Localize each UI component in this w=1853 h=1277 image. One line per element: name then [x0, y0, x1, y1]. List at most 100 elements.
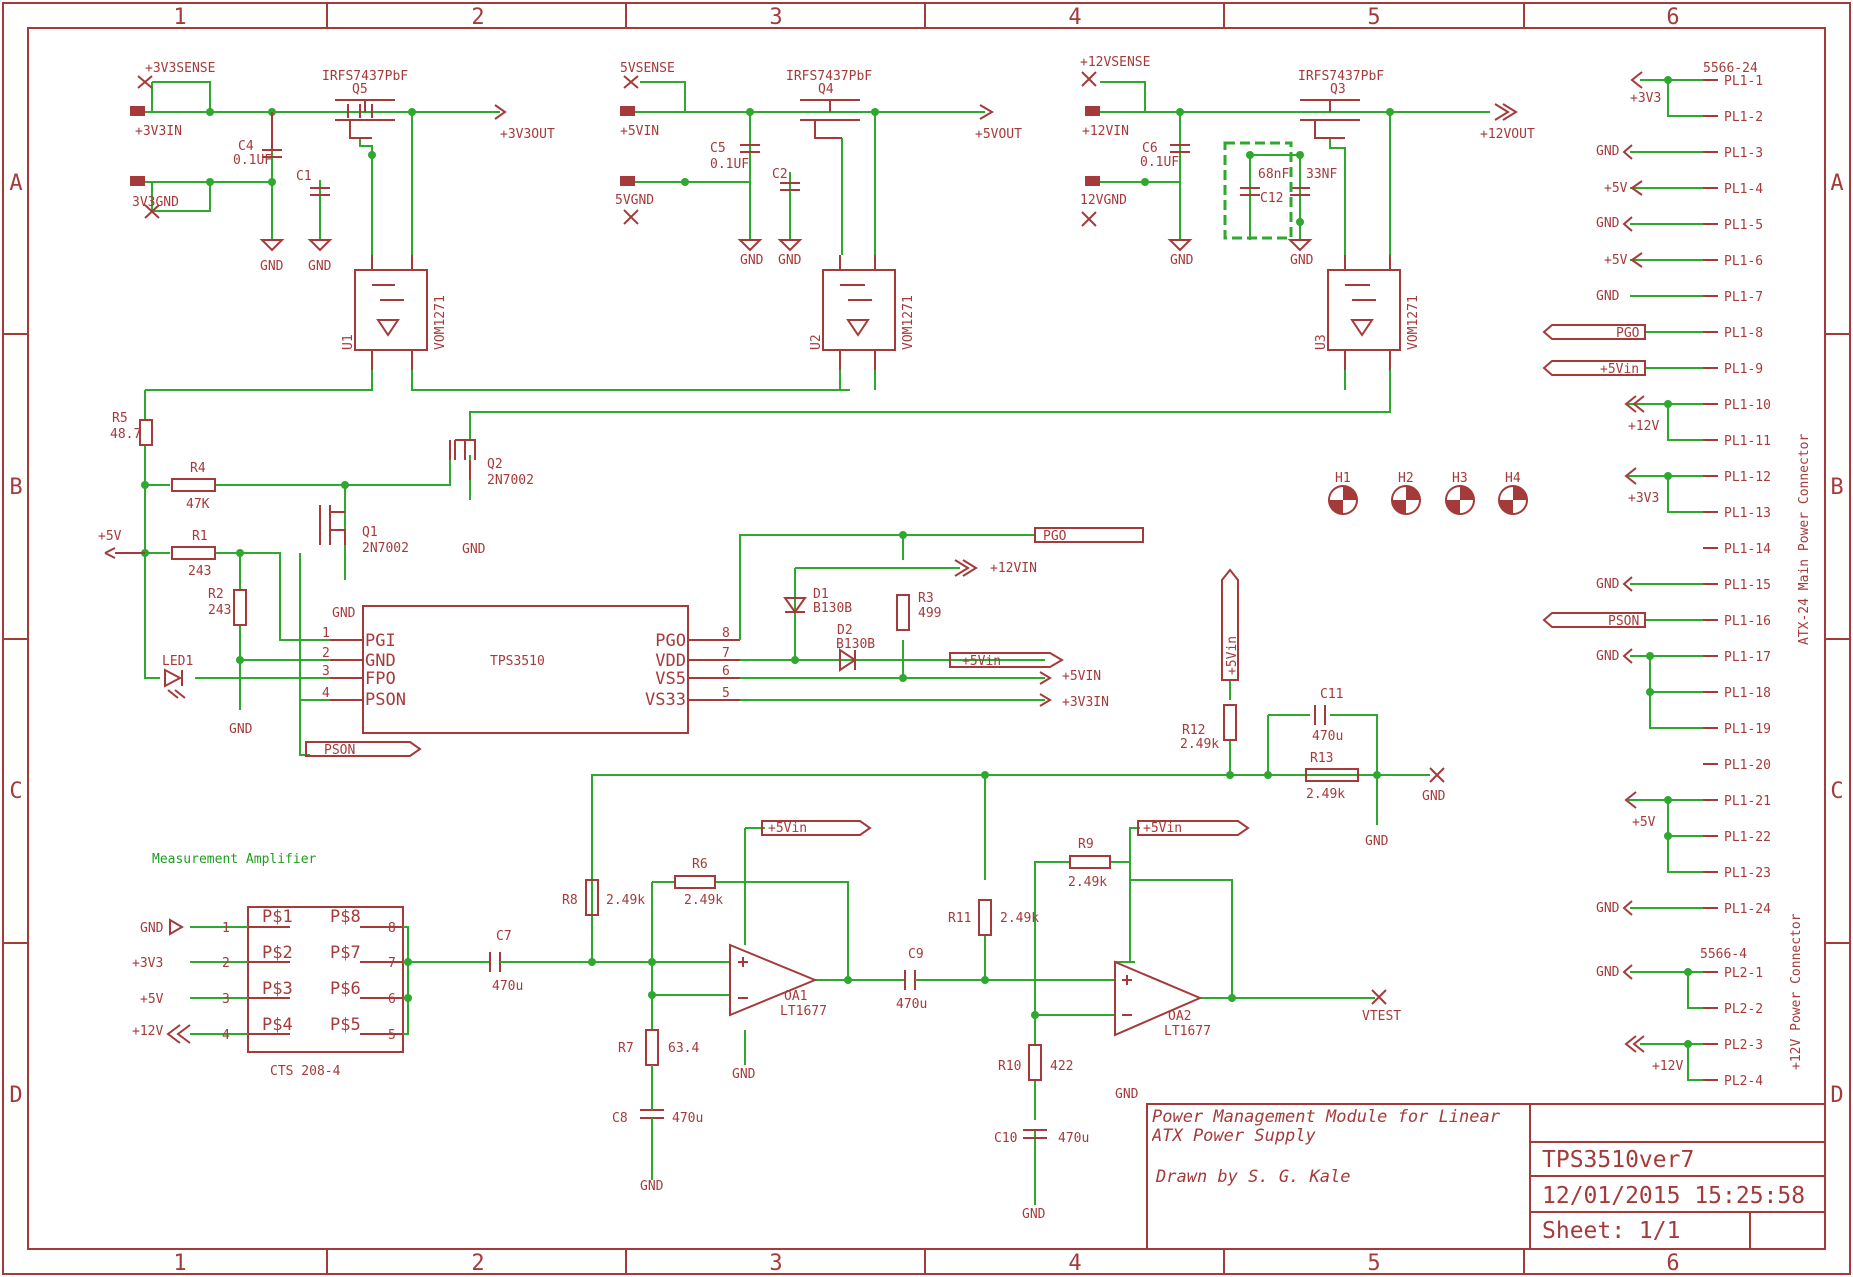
net-label: 5VSENSE [620, 61, 675, 76]
col-index: 5 [1367, 5, 1380, 30]
cts-pin-num: 5 [388, 1028, 396, 1043]
pl1-pin: PL1-20 [1724, 758, 1771, 773]
tps-pin-num: 1 [322, 626, 330, 641]
net-label: +3V3OUT [500, 127, 555, 142]
gnd-label: GND [1170, 253, 1194, 268]
c6-value: 0.1UF [1140, 155, 1179, 170]
net-label: +5Vin [768, 821, 807, 836]
cts-pin-name: P$3 [262, 979, 293, 999]
u3-name: U3 [1314, 334, 1329, 350]
cts-net: GND [140, 921, 164, 936]
net-label: +5VIN [1062, 669, 1101, 684]
pl1-pin: PL1-14 [1724, 542, 1771, 557]
pl2-net: GND [1596, 965, 1620, 980]
cts-pin-name: P$4 [262, 1015, 293, 1035]
pl1-name: 5566-24 [1703, 61, 1758, 76]
r5-name: R5 [112, 411, 128, 426]
pl1-net: +5Vin [1600, 362, 1639, 377]
pl1-pin: PL1-5 [1724, 218, 1763, 233]
gnd-label: GND [462, 542, 486, 557]
hole-name: H3 [1452, 471, 1468, 486]
r1-value: 243 [188, 564, 211, 579]
pl1-pin: PL1-1 [1724, 74, 1763, 89]
d2-part: B130B [836, 637, 875, 652]
tps-pin-num: 6 [722, 664, 730, 679]
net-label: +12VIN [1082, 124, 1129, 139]
cts-pin-name: P$1 [262, 907, 293, 927]
title-block-doc-name: TPS3510ver7 [1542, 1147, 1694, 1173]
c12-value: 68nF [1258, 167, 1289, 182]
oa2-part: LT1677 [1164, 1024, 1211, 1039]
gnd-label: GND [740, 253, 764, 268]
pl1-pin: PL1-13 [1724, 506, 1771, 521]
q4-part: IRFS7437PbF [786, 69, 872, 84]
r3-name: R3 [918, 591, 934, 606]
u1-part: VOM1271 [433, 295, 448, 350]
title-block-sheet: Sheet: 1/1 [1542, 1218, 1680, 1244]
gnd-label: GND [778, 253, 802, 268]
cts-pin-num: 1 [222, 921, 230, 936]
net-label: +5Vin [962, 654, 1001, 669]
mounting-holes: H1 H2 H3 H4 [1328, 471, 1528, 515]
col-index: 3 [769, 1251, 782, 1276]
pl1-pin: PL1-21 [1724, 794, 1771, 809]
gnd-label: GND [732, 1067, 756, 1082]
tps-pin-name: GND [365, 651, 396, 671]
r11-name: R11 [948, 911, 971, 926]
net-label: +12VIN [990, 561, 1037, 576]
c11-value: 470u [1312, 729, 1343, 744]
col-index: 4 [1068, 5, 1081, 30]
row-index: A [1830, 171, 1843, 196]
pl1-pin: PL1-4 [1724, 182, 1763, 197]
col-index: 6 [1666, 5, 1679, 30]
tps-name: TPS3510 [490, 654, 545, 669]
c8-name: C8 [612, 1111, 628, 1126]
column-indices: 1 2 3 4 5 6 1 2 3 4 5 6 [173, 5, 1679, 1276]
tps-pin-name: PGI [365, 631, 396, 651]
cts-net: +5V [140, 992, 164, 1007]
pl1-pin: PL1-18 [1724, 686, 1771, 701]
c7-name: C7 [496, 929, 512, 944]
pl1-net: +12V [1628, 419, 1659, 434]
c10-value: 470u [1058, 1131, 1089, 1146]
net-label: +3V3SENSE [145, 61, 215, 76]
pl1-net: GND [1596, 144, 1620, 159]
pl1-pin: PL1-23 [1724, 866, 1771, 881]
c13-value: 33NF [1306, 167, 1337, 182]
r6-value: 2.49k [684, 893, 723, 908]
oa1-name: OA1 [784, 989, 807, 1004]
connector-pl1: 5566-24 ATX-24 Main Power Connector PL1-… [1542, 61, 1812, 917]
q5-part: IRFS7437PbF [322, 69, 408, 84]
c6-name: C6 [1142, 141, 1158, 156]
cts-net: +3V3 [132, 956, 163, 971]
pl1-net: GND [1596, 216, 1620, 231]
section-12v-switch: Q3 IRFS7437PbF C6 0.1UF 68nF C12 33NF U3… [469, 55, 1535, 440]
tps-pin-num: 2 [322, 646, 330, 661]
q3-part: IRFS7437PbF [1298, 69, 1384, 84]
net-label: +5VIN [620, 124, 659, 139]
hole-name: H1 [1335, 471, 1351, 486]
pl1-net: GND [1596, 577, 1620, 592]
tps-pin-num: 4 [322, 686, 330, 701]
c8-value: 470u [672, 1111, 703, 1126]
r3-value: 499 [918, 606, 941, 621]
gnd-label: GND [229, 722, 253, 737]
row-index: D [9, 1083, 22, 1108]
r13-value: 2.49k [1306, 787, 1345, 802]
cts-pin-num: 3 [222, 992, 230, 1007]
pl1-pin: PL1-2 [1724, 110, 1763, 125]
hole-name: H4 [1505, 471, 1521, 486]
title-block: Power Management Module for Linear ATX P… [1146, 1103, 1826, 1250]
pl1-pin: PL1-11 [1724, 434, 1771, 449]
u1-name: U1 [341, 334, 356, 350]
c10-name: C10 [994, 1131, 1017, 1146]
col-index: 2 [471, 5, 484, 30]
cts-pin-name: P$5 [330, 1015, 361, 1035]
d1-part: B130B [813, 601, 852, 616]
r9-value: 2.49k [1068, 875, 1107, 890]
tps-pin-name: VS5 [655, 669, 686, 689]
col-index: 2 [471, 1251, 484, 1276]
r10-name: R10 [998, 1059, 1021, 1074]
tps-pin-num: 8 [722, 626, 730, 641]
col-index: 5 [1367, 1251, 1380, 1276]
